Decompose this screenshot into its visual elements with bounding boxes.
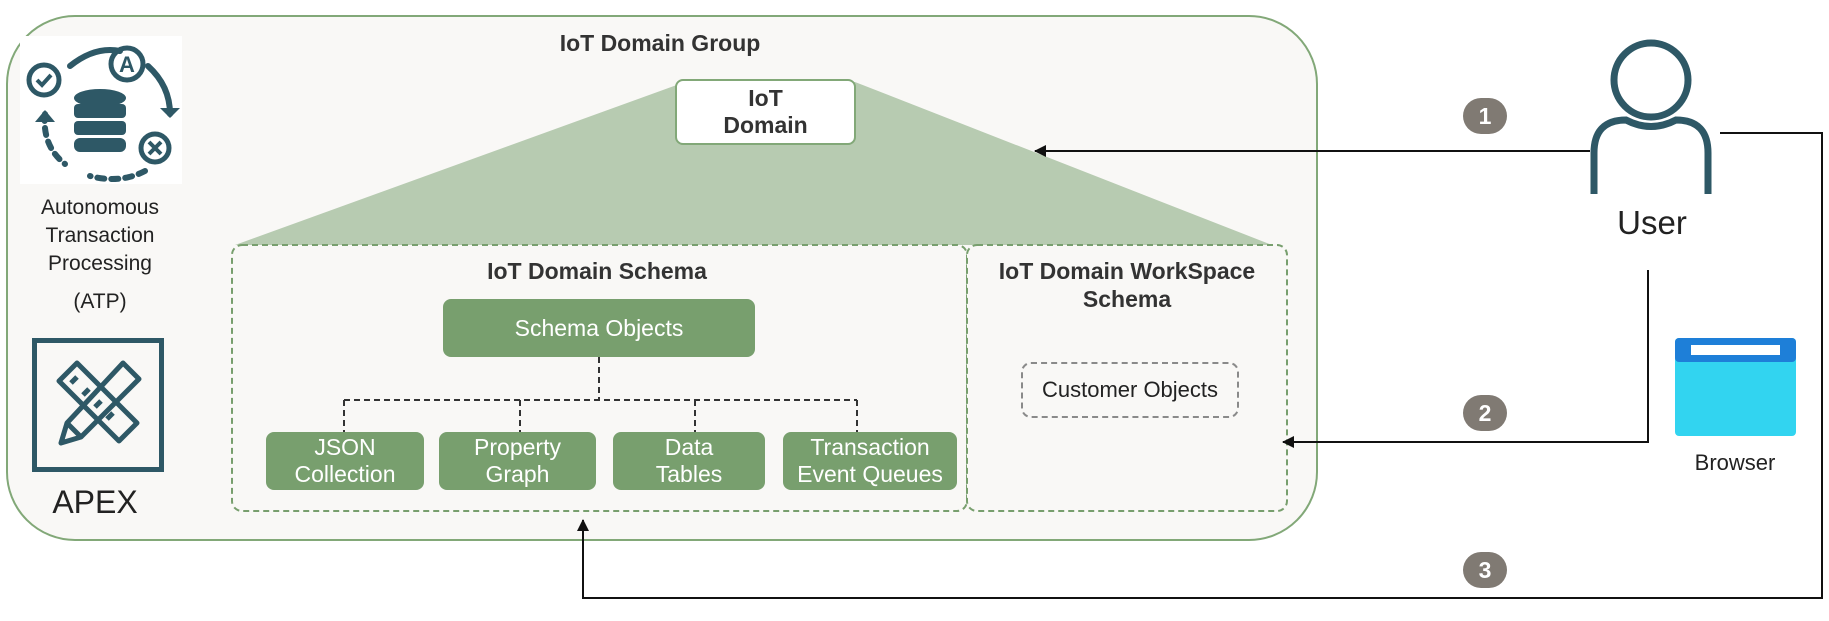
transaction-event-queues-line1: Transaction [810, 434, 930, 460]
workspace-title-line2: Schema [1082, 286, 1172, 312]
apex-icon-tile [32, 338, 164, 472]
browser-window-icon [1675, 338, 1796, 436]
data-tables-line2: Tables [655, 461, 723, 487]
pencil-ruler-icon [56, 360, 142, 446]
transaction-event-queues-line2: Event Queues [797, 461, 943, 487]
data-tables-line1: Data [664, 434, 714, 460]
arrow-step-3 [577, 132, 1823, 599]
step-badge-1: 1 [1463, 98, 1507, 134]
data-tables-box: Data Tables [613, 432, 765, 490]
step-badge-2: 2 [1463, 395, 1507, 431]
schema-objects-box: Schema Objects [443, 299, 755, 357]
customer-objects-box: Customer Objects [1021, 362, 1239, 418]
browser-label: Browser [1694, 450, 1776, 475]
atp-label-line2: Transaction [45, 224, 155, 247]
iot-domain-label-line2: Domain [723, 112, 808, 138]
json-collection-line1: JSON [314, 434, 376, 460]
arrow-step-2 [1282, 270, 1649, 448]
domain-expansion-triangle [235, 82, 1272, 245]
group-title: IoT Domain Group [559, 30, 761, 56]
workspace-title-line1: IoT Domain WorkSpace [998, 258, 1256, 284]
json-collection-line2: Collection [294, 461, 396, 487]
apex-label: APEX [52, 484, 138, 520]
atp-icon-tile: A [20, 36, 182, 184]
iot-domain-box: IoT Domain [675, 79, 856, 145]
schema-tree-connectors [343, 357, 858, 432]
property-graph-box: Property Graph [439, 432, 596, 490]
step-badge-3: 3 [1463, 552, 1507, 588]
database-cycle-icon: A [26, 45, 180, 183]
user-icon [1590, 39, 1712, 194]
schema-title: IoT Domain Schema [487, 258, 707, 284]
atp-label-line3: Processing [48, 252, 152, 275]
property-graph-line2: Graph [485, 461, 550, 487]
atp-label-line1: Autonomous [41, 196, 159, 219]
user-label: User [1617, 204, 1687, 241]
svg-text:A: A [119, 52, 135, 77]
property-graph-line1: Property [474, 434, 561, 460]
json-collection-box: JSON Collection [266, 432, 424, 490]
atp-label-line4: (ATP) [73, 290, 127, 313]
transaction-event-queues-box: Transaction Event Queues [783, 432, 957, 490]
iot-domain-label-line1: IoT [748, 85, 783, 111]
